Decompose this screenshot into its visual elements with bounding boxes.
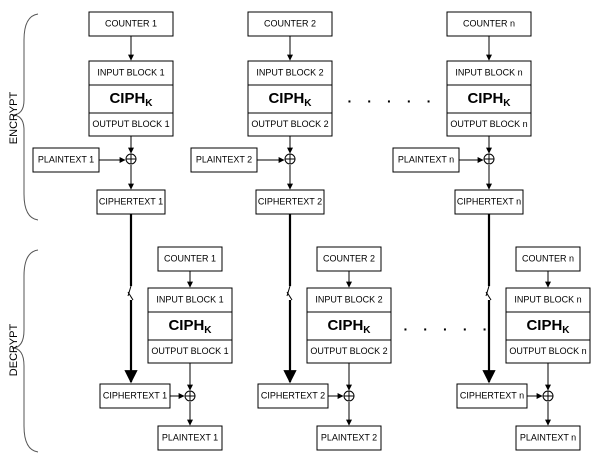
decrypt-col1-input-block bbox=[147, 287, 233, 313]
decrypt-col3-counter bbox=[515, 246, 581, 272]
encrypt-col3-counter-label: COUNTER n bbox=[463, 18, 515, 28]
encrypt-col1-ciphertext-label: CIPHERTEXT 1 bbox=[99, 196, 163, 206]
decrypt-col2-output-block-label: OUTPUT BLOCK 2 bbox=[310, 346, 387, 356]
encrypt-col1-input-block-label: INPUT BLOCK 1 bbox=[97, 67, 164, 77]
decrypt-col1-transfer-break-a bbox=[127, 285, 132, 297]
decrypt-col1-ciph-label: CIPHK bbox=[168, 317, 212, 336]
decrypt-col3-transfer-break-b bbox=[485, 291, 492, 301]
decrypt-col3-output-block-label: OUTPUT BLOCK n bbox=[509, 346, 586, 356]
decrypt-label: DECRYPT bbox=[8, 324, 20, 377]
decrypt-col2-input-block bbox=[306, 287, 392, 313]
decrypt-column-2: COUNTER 2 INPUT BLOCK 2 CIPHK OUTPUT BLOCK … bbox=[257, 214, 392, 451]
encrypt-col2-ciphertext bbox=[255, 189, 325, 215]
encrypt-col1-counter-label: COUNTER 1 bbox=[105, 18, 157, 28]
encrypt-col1-counter bbox=[88, 11, 174, 37]
encrypt-col2-ciphertext-label: CIPHERTEXT 2 bbox=[258, 196, 322, 206]
encrypt-col1-input-block bbox=[88, 60, 174, 86]
encrypt-col2-counter bbox=[247, 11, 333, 37]
decrypt-col3-plaintext bbox=[515, 425, 581, 451]
decrypt-col3-counter-label: COUNTER n bbox=[522, 253, 574, 263]
decrypt-brace bbox=[11, 249, 39, 453]
encrypt-col2-plaintext bbox=[190, 147, 258, 173]
decrypt-col3-input-block-label: INPUT BLOCK n bbox=[514, 294, 581, 304]
encrypt-label: ENCRYPT bbox=[8, 92, 20, 145]
encrypt-col1-ciphertext bbox=[96, 189, 166, 215]
decrypt-col1-counter-label: COUNTER 1 bbox=[164, 253, 216, 263]
encrypt-col3-plaintext bbox=[392, 147, 460, 173]
encrypt-col1-ciph bbox=[88, 84, 174, 114]
encrypt-col1-xor bbox=[125, 153, 137, 165]
encrypt-column-2: COUNTER 2 INPUT BLOCK 2 CIPHK OUTPUT BLOCK … bbox=[190, 11, 333, 215]
encrypt-col2-input-block-label: INPUT BLOCK 2 bbox=[256, 67, 323, 77]
decrypt-col2-xor bbox=[343, 390, 355, 402]
decrypt-col3-xor bbox=[542, 390, 554, 402]
decrypt-col2-transfer-break-b bbox=[286, 291, 293, 301]
encrypt-col1-ciph-label: CIPHK bbox=[109, 90, 153, 109]
decrypt-col1-xor bbox=[184, 390, 196, 402]
encrypt-col3-input-block bbox=[446, 60, 532, 86]
decrypt-col1-output-block-label: OUTPUT BLOCK 1 bbox=[151, 346, 228, 356]
decrypt-col2-ciph-label: CIPHK bbox=[327, 317, 371, 336]
encrypt-column-1: COUNTER 1 INPUT BLOCK 1 CIPHK OUTPUT BLOCK … bbox=[32, 11, 174, 215]
encrypt-col3-counter bbox=[446, 11, 532, 37]
decrypt-col2-ciphertext-label: CIPHERTEXT 2 bbox=[261, 390, 325, 400]
encrypt-col3-plaintext-label: PLAINTEXT n bbox=[398, 154, 454, 164]
encrypt-col3-ciphertext-label: CIPHERTEXT n bbox=[457, 196, 521, 206]
encrypt-col3-cipher-block: INPUT BLOCK n CIPHK OUTPUT BLOCK n bbox=[446, 60, 532, 137]
decrypt-col3-ciph-label: CIPHK bbox=[526, 317, 570, 336]
decrypt-col1-transfer-break-b bbox=[127, 291, 134, 301]
ellipsis-decrypt: . . . . . bbox=[403, 318, 492, 334]
decrypt-col1-input-block-label: INPUT BLOCK 1 bbox=[156, 294, 223, 304]
decrypt-col1-ciphertext-label: CIPHERTEXT 1 bbox=[103, 390, 167, 400]
decrypt-col2-plaintext bbox=[316, 425, 382, 451]
decrypt-section: COUNTER 1 INPUT BLOCK 1 CIPHK OUTPUT BLOCK … bbox=[99, 214, 591, 451]
decrypt-col3-plaintext-label: PLAINTEXT n bbox=[520, 432, 576, 442]
encrypt-col1-plaintext-label: PLAINTEXT 1 bbox=[38, 154, 94, 164]
decrypt-col2-transfer-line bbox=[283, 214, 297, 384]
decrypt-column-3: COUNTER n INPUT BLOCK n CIPHK OUTPUT BLOCK … bbox=[456, 214, 591, 451]
encrypt-col3-output-block-label: OUTPUT BLOCK n bbox=[450, 119, 527, 129]
decrypt-col3-input-block bbox=[505, 287, 591, 313]
encrypt-col3-ciph bbox=[446, 84, 532, 114]
encrypt-col3-ciph-label: CIPHK bbox=[467, 90, 511, 109]
decrypt-col3-ciphertext-label: CIPHERTEXT n bbox=[460, 390, 524, 400]
decrypt-col1-counter bbox=[157, 246, 223, 272]
decrypt-col1-plaintext-label: PLAINTEXT 1 bbox=[162, 432, 218, 442]
decrypt-col2-cipher-block: INPUT BLOCK 2 CIPHK OUTPUT BLOCK 2 bbox=[306, 287, 392, 364]
encrypt-col2-counter-label: COUNTER 2 bbox=[264, 18, 316, 28]
encrypt-section: COUNTER 1 INPUT BLOCK 1 CIPHK OUTPUT BLOCK … bbox=[32, 11, 532, 215]
encrypt-col1-cipher-block: INPUT BLOCK 1 CIPHK OUTPUT BLOCK 1 bbox=[88, 60, 174, 137]
decrypt-col3-ciphertext bbox=[456, 383, 528, 409]
decrypt-col1-cipher-block: INPUT BLOCK 1 CIPHK OUTPUT BLOCK 1 bbox=[147, 287, 233, 364]
decrypt-col2-input-block-label: INPUT BLOCK 2 bbox=[315, 294, 382, 304]
encrypt-col3-xor bbox=[483, 153, 495, 165]
encrypt-col2-plaintext-label: PLAINTEXT 2 bbox=[196, 154, 252, 164]
encrypt-col2-xor bbox=[284, 153, 296, 165]
decrypt-col2-counter-label: COUNTER 2 bbox=[323, 253, 375, 263]
encrypt-brace bbox=[11, 13, 39, 221]
encrypt-col3-input-block-label: INPUT BLOCK n bbox=[455, 67, 522, 77]
encrypt-col2-ciph-label: CIPHK bbox=[268, 90, 312, 109]
decrypt-col2-transfer-break-a bbox=[286, 285, 291, 297]
encrypt-col2-input-block bbox=[247, 60, 333, 86]
decrypt-col3-transfer-break-a bbox=[485, 285, 490, 297]
ellipsis-encrypt: . . . . . bbox=[347, 90, 436, 106]
encrypt-col2-cipher-block: INPUT BLOCK 2 CIPHK OUTPUT BLOCK 2 bbox=[247, 60, 333, 137]
encrypt-col2-output-block-label: OUTPUT BLOCK 2 bbox=[251, 119, 328, 129]
decrypt-col3-transfer-line bbox=[482, 214, 496, 384]
encrypt-col1-output-block-label: OUTPUT BLOCK 1 bbox=[92, 119, 169, 129]
decrypt-column-1: COUNTER 1 INPUT BLOCK 1 CIPHK OUTPUT BLOCK … bbox=[99, 214, 233, 451]
decrypt-col1-ciph bbox=[147, 311, 233, 341]
decrypt-col3-cipher-block: INPUT BLOCK n CIPHK OUTPUT BLOCK n bbox=[505, 287, 591, 364]
encrypt-column-3: COUNTER n INPUT BLOCK n CIPHK OUTPUT BLOCK … bbox=[392, 11, 532, 215]
decrypt-col2-ciphertext bbox=[257, 383, 329, 409]
decrypt-col2-plaintext-label: PLAINTEXT 2 bbox=[321, 432, 377, 442]
decrypt-col2-counter bbox=[316, 246, 382, 272]
encrypt-col2-ciph bbox=[247, 84, 333, 114]
decrypt-col1-transfer-line bbox=[124, 214, 138, 384]
decrypt-col1-plaintext bbox=[157, 425, 223, 451]
